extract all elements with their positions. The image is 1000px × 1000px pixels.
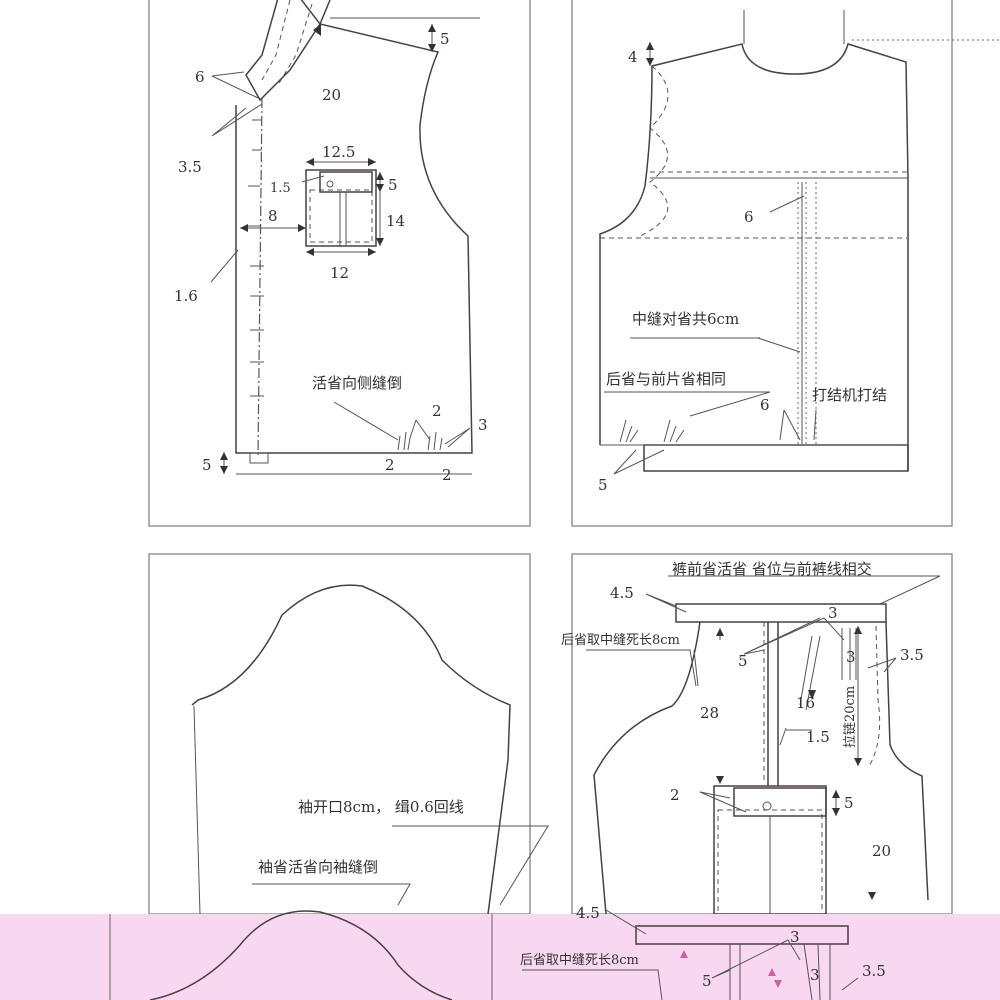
- overlay-label-side-3-5: 3.5: [862, 962, 886, 980]
- label-sleeve-opening-note: 袖开口8cm， 缉0.6回线: [298, 798, 464, 816]
- label-waist-4-5: 4.5: [610, 584, 634, 602]
- back-scallops: [639, 65, 669, 237]
- back-hem-band: [643, 444, 909, 472]
- front-pocket-flap: [733, 787, 827, 817]
- label-pocket-14: 14: [386, 212, 405, 230]
- front-bodice-outline: [235, 0, 473, 454]
- label-pocket-8: 8: [268, 207, 278, 225]
- label-pocket-20: 20: [872, 842, 891, 860]
- front-pocket-stitch: [717, 809, 823, 915]
- pants-outline: [593, 621, 929, 915]
- waistband: [675, 603, 887, 623]
- overlay-band-background: [0, 914, 1000, 1000]
- label-lapel-3-5: 3.5: [178, 158, 202, 176]
- label-bartack-6: 6: [760, 396, 770, 414]
- hem-darts: [397, 431, 443, 451]
- overlay-label-dart-5: 5: [702, 972, 712, 990]
- label-shoulder-5: 5: [440, 30, 450, 48]
- overlay-label-waist-4-5: 4.5: [576, 904, 600, 922]
- label-sleeve-dart-note: 袖省活省向袖缝倒: [258, 858, 378, 876]
- leaders-front: [210, 71, 471, 448]
- chest-pocket-stitch: [309, 189, 373, 243]
- panel-back-frame: [571, 0, 953, 527]
- label-dart-3b: 3: [846, 648, 856, 666]
- label-dart-2b: 2: [385, 456, 395, 474]
- lapel-stitch-2: [277, 3, 313, 86]
- leaders-pants: [586, 575, 941, 813]
- label-dart-2a: 2: [432, 402, 442, 420]
- label-bartack-note: 打结机打结: [812, 386, 887, 404]
- label-dart-2c: 2: [442, 466, 452, 484]
- label-dart-5: 5: [738, 652, 748, 670]
- sleeve-leaders: [252, 825, 549, 906]
- panel-back-bodice: 4 6 中缝对省共6cm 后省与前片省相同 6 打结机打结 5: [571, 0, 1000, 527]
- center-back-stitch: [797, 182, 817, 444]
- label-back-neck-4: 4: [628, 48, 638, 66]
- overlay-leaders: [522, 909, 859, 1000]
- label-flap-1-5: 1.5: [270, 181, 291, 196]
- label-dart-3a: 3: [828, 604, 838, 622]
- sleeve-outline: [191, 584, 511, 915]
- panel-sleeve: 袖开口8cm， 缉0.6回线 袖省活省向袖缝倒: [148, 553, 549, 915]
- overlay-label-dart-3: 3: [790, 928, 800, 946]
- label-fly-1-5: 1.5: [806, 728, 830, 746]
- leaders-back: [604, 42, 817, 475]
- label-hem-5: 5: [202, 456, 212, 474]
- center-front-line: [257, 97, 263, 456]
- lapel-stitch: [261, 0, 291, 81]
- overlay-label-back-dart-note: 后省取中缝死长8cm: [520, 953, 639, 968]
- label-dart-3: 3: [478, 416, 488, 434]
- panel-pants: 裤前省活省 省位与前裤线相交 4.5 后省取中缝死长8cm 3 5 3 3.5 …: [561, 553, 953, 915]
- back-arrows: [646, 42, 654, 66]
- label-zip-note: 拉链20cm: [843, 686, 858, 748]
- front-arrows: [220, 24, 436, 474]
- overlay-band: 4.5 3 后省取中缝死长8cm 5 3 3.5: [0, 904, 1000, 1000]
- label-len-28: 28: [700, 704, 719, 722]
- hem-tab: [249, 452, 269, 464]
- label-center-seam-note: 中缝对省共6cm: [632, 310, 739, 328]
- pocket-button: [326, 180, 334, 188]
- label-front-dart-note: 裤前省活省 省位与前裤线相交: [672, 560, 872, 578]
- pants-arrows: [716, 626, 876, 900]
- overlay-sleeve-cap: [149, 910, 453, 1000]
- label-pocket-width-bottom: 12: [330, 264, 349, 282]
- panel-front-frame: [148, 0, 531, 527]
- label-flap-5: 5: [844, 794, 854, 812]
- overlay-arrows: [680, 950, 782, 988]
- label-flap-5: 5: [388, 176, 398, 194]
- panel-front-bodice: 5 6 20 3.5 12.5 1.5 5 8 14 12 1.6 活省向侧缝倒…: [148, 0, 531, 527]
- label-side-3-5: 3.5: [900, 646, 924, 664]
- overlay-label-dart-3b: 3: [810, 966, 820, 984]
- front-pocket-button: [762, 801, 772, 811]
- label-back-dart-note: 后省与前片省相同: [606, 370, 726, 388]
- label-dart-note: 活省向侧缝倒: [312, 374, 402, 392]
- overlay-waistband: [635, 925, 849, 945]
- label-flap-2: 2: [670, 786, 680, 804]
- label-back-hem-5: 5: [598, 476, 608, 494]
- back-darts: [619, 419, 685, 443]
- side-pocket-stitch: [867, 625, 881, 769]
- chest-pocket: [305, 169, 377, 247]
- sleeve-underarm-seam: [193, 705, 201, 915]
- label-neck-6: 6: [195, 68, 205, 86]
- buttonhole-marks: [248, 119, 264, 397]
- label-back-dart-note: 后省取中缝死长8cm: [561, 633, 680, 648]
- label-len-16: 16: [796, 694, 815, 712]
- back-bodice-outline: [599, 43, 909, 471]
- lapel-outline: [245, 0, 331, 102]
- label-placket-1-6: 1.6: [174, 287, 198, 305]
- label-back-yoke-6: 6: [744, 208, 754, 226]
- label-size-20: 20: [322, 86, 341, 104]
- back-neck-guides: [743, 10, 845, 44]
- panel-pants-frame: [571, 553, 953, 915]
- label-pocket-width-top: 12.5: [322, 143, 355, 161]
